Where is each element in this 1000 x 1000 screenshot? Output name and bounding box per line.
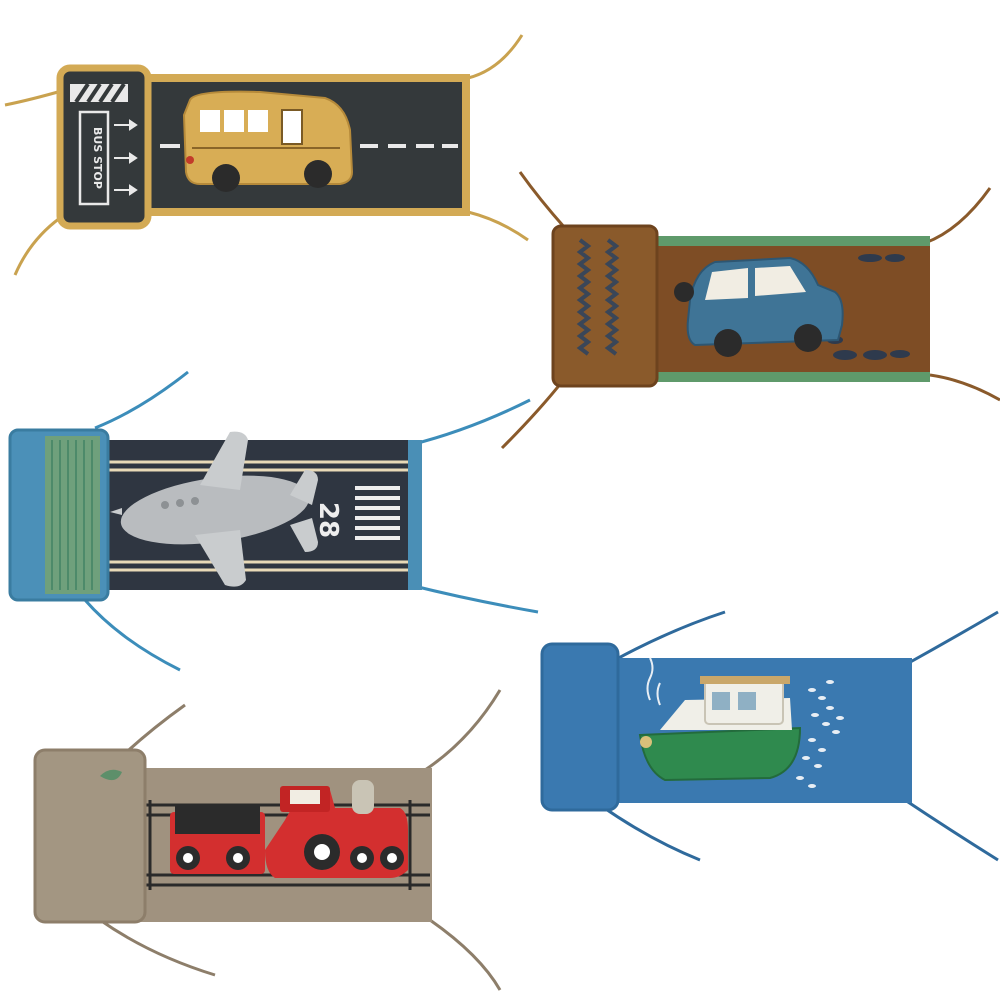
boat-sea-mat — [540, 610, 999, 862]
plane-runway-mat: 28 — [8, 370, 539, 672]
school-bus-toy — [182, 90, 354, 192]
bus-stop-label: BUS STOP — [91, 127, 104, 189]
car-toy — [674, 256, 844, 357]
car-dirt-mat — [500, 171, 1000, 450]
train-toy — [170, 780, 408, 878]
train-track-mat — [33, 689, 502, 991]
airplane-toy — [110, 431, 318, 587]
svg-text:28: 28 — [313, 502, 343, 538]
boat-toy — [638, 676, 802, 782]
bus-road-mat: BUS STOP — [4, 34, 529, 276]
